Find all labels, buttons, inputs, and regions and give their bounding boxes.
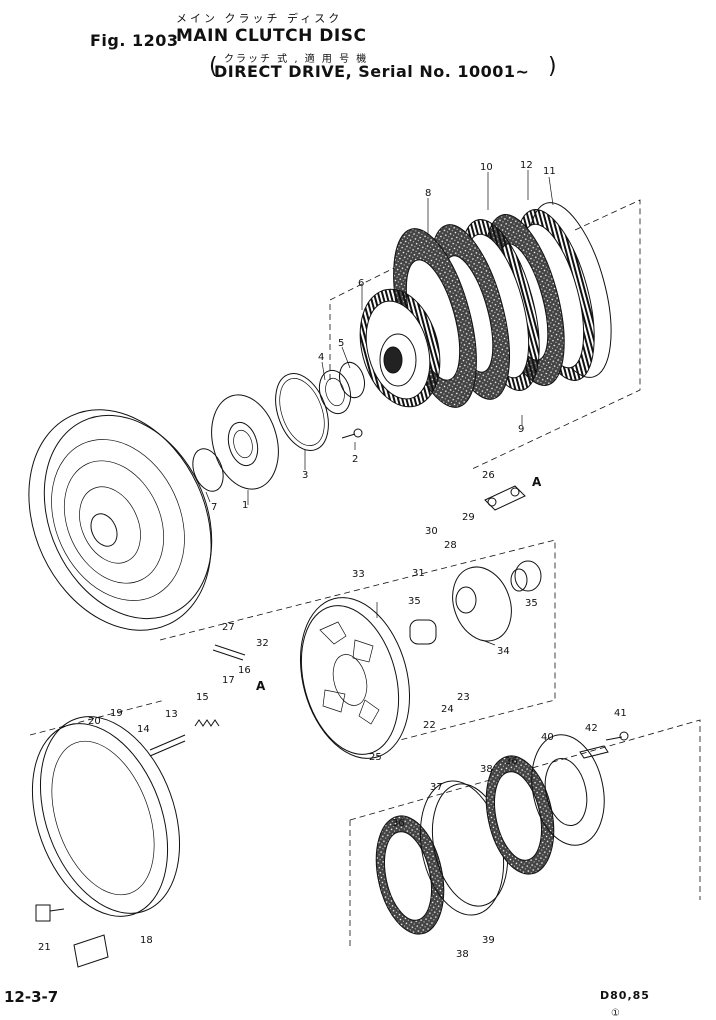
callout-label: 24 — [441, 704, 454, 715]
friction-plate-36-left — [375, 815, 445, 935]
bearing-4 — [318, 369, 352, 415]
callout-label: 9 — [518, 424, 524, 435]
callout-label: 17 — [222, 675, 235, 686]
callout-label: 35 — [525, 598, 538, 609]
callout-label: 25 — [369, 752, 382, 763]
callout-label: 10 — [480, 162, 493, 173]
japanese-title: メイン クラッチ ディスク — [176, 12, 343, 25]
callout-label: 14 — [137, 724, 150, 735]
roller-35-right — [510, 560, 542, 592]
callout-label: 19 — [110, 708, 123, 719]
callout-label: 3 — [302, 470, 308, 481]
callout-label: 22 — [423, 720, 436, 731]
callout-label: 4 — [318, 352, 324, 363]
japanese-subtitle: クラッチ 式 , 適 用 号 機 — [224, 54, 369, 65]
callout-label: 1 — [242, 500, 248, 511]
callout-label: 38 — [480, 764, 493, 775]
open-paren: ( — [209, 54, 218, 79]
bolt-41 — [605, 731, 629, 741]
friction-plate-36-right — [485, 755, 555, 875]
page-subtitle: DIRECT DRIVE, Serial No. 10001~ — [214, 62, 530, 81]
tag-plate — [73, 934, 109, 968]
clutch-disc-stack — [359, 202, 612, 408]
callout-label: 27 — [222, 622, 235, 633]
callout-label: 33 — [352, 569, 365, 580]
callout-label: 39 — [482, 935, 495, 946]
callout-label: 15 — [196, 692, 209, 703]
hub-34 — [452, 566, 512, 642]
callout-label: 8 — [425, 188, 431, 199]
callout-label: 41 — [614, 708, 627, 719]
fitting-21 — [35, 904, 65, 922]
snap-ring-7 — [192, 448, 224, 492]
callout-label: 37 — [430, 782, 443, 793]
model-label: D80,85 — [600, 989, 650, 1002]
callout-label: 2 — [352, 454, 358, 465]
close-paren: ) — [548, 54, 557, 79]
pin-13 — [149, 734, 186, 757]
callout-label: 36 — [505, 756, 518, 767]
callout-label: 38 — [456, 949, 469, 960]
assembly-frame-lower — [349, 719, 701, 950]
spring-15 — [194, 719, 220, 727]
callout-label: 34 — [497, 646, 510, 657]
callout-label: 13 — [165, 709, 178, 720]
roller-35-left — [409, 619, 437, 645]
callout-label: 16 — [238, 665, 251, 676]
plate-40 — [531, 734, 605, 846]
callout-label: 42 — [585, 723, 598, 734]
retainer-plate — [211, 394, 279, 490]
callout-label: 30 — [425, 526, 438, 537]
clutch-housing — [31, 716, 181, 917]
flywheel — [28, 409, 213, 631]
callout-label: 6 — [358, 278, 364, 289]
link-42 — [579, 745, 609, 759]
callout-label: 23 — [457, 692, 470, 703]
callout-label: 11 — [543, 166, 556, 177]
callout-label: A — [256, 679, 266, 693]
callout-label: 35 — [408, 596, 421, 607]
revision-mark: ① — [611, 1008, 620, 1019]
callout-label: 32 — [256, 638, 269, 649]
page-title: MAIN CLUTCH DISC — [176, 26, 367, 46]
callout-labels: 1 2 3 4 5 6 7 8 9 10 11 12 13 14 15 16 1… — [38, 160, 627, 960]
page-reference: 12-3-7 — [4, 988, 59, 1006]
callout-label: 26 — [482, 470, 495, 481]
callout-label: 7 — [211, 502, 217, 513]
clutch-cage — [299, 597, 411, 759]
callout-label: 5 — [338, 338, 344, 349]
ring-5 — [339, 361, 365, 399]
callout-label: A — [532, 475, 542, 489]
seal-ring-3 — [275, 373, 329, 451]
callout-label: 31 — [412, 568, 425, 579]
callout-label: 20 — [88, 716, 101, 727]
assembly-frame-upper — [329, 199, 641, 471]
pin-27 — [212, 644, 246, 661]
lever-26 — [484, 485, 526, 511]
callout-label: 29 — [462, 512, 475, 523]
figure-label: Fig. 1203 — [90, 31, 179, 50]
callout-label: 40 — [541, 732, 554, 743]
leader-lines — [205, 170, 554, 646]
callout-label: 12 — [520, 160, 533, 171]
bolt-2 — [341, 428, 363, 439]
assembly-frame-middle — [29, 539, 556, 741]
callout-label: 36 — [392, 818, 405, 829]
callout-label: 21 — [38, 942, 51, 953]
callout-label: 28 — [444, 540, 457, 551]
callout-label: 18 — [140, 935, 153, 946]
